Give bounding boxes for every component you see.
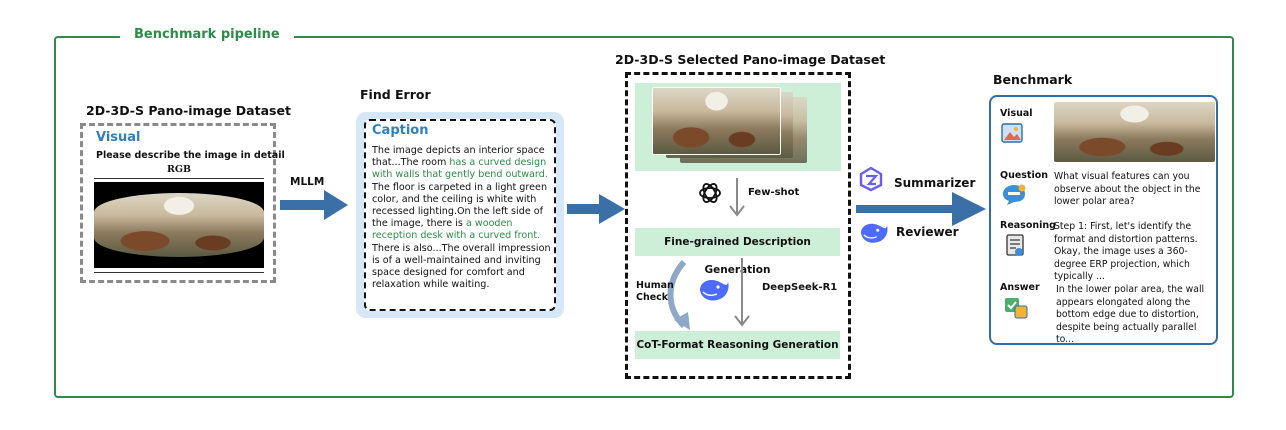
rgb-panorama [94, 182, 264, 268]
dataset-to-benchmark-arrow [856, 192, 986, 226]
rgb-rule-bottom [94, 272, 264, 273]
selected-dataset-box [625, 72, 851, 379]
caption-part-3: There is also...The overall impression i… [372, 242, 551, 291]
bench-question-text: What visual features can you observe abo… [1054, 171, 1201, 208]
openai-logo-icon [699, 183, 721, 203]
rgb-label: RGB [166, 164, 192, 175]
left-visual-label: Visual [96, 130, 141, 145]
benchmark-box [989, 95, 1218, 345]
human-check-label: Human Check [636, 280, 674, 303]
left-panel-box [80, 123, 276, 283]
caption-label: Caption [372, 123, 429, 138]
caption-inner [364, 119, 556, 311]
image-icon [1001, 123, 1023, 143]
bench-panorama [1054, 102, 1215, 162]
reviewer-label: Reviewer [896, 225, 959, 239]
few-shot-label: Few-shot [748, 187, 800, 198]
reasoning-doc-icon [1006, 234, 1024, 256]
deepseek-arrow [734, 258, 750, 327]
caption-to-dataset-arrow [567, 194, 625, 224]
pano-stack-front [652, 87, 781, 155]
pipeline-frame [54, 36, 1234, 398]
selected-dataset-title: 2D-3D-S Selected Pano-image Dataset [615, 52, 886, 67]
few-shot-arrow [729, 178, 745, 217]
left-prompt: Please describe the image in detail [96, 150, 285, 161]
caption-highlight-2: a wooden reception desk with a curved fr… [372, 218, 541, 242]
pipeline-title: Benchmark pipeline [120, 27, 294, 42]
answer-check-icon [1005, 298, 1028, 319]
bench-answer-text: In the lower polar area, the wall appear… [1056, 284, 1205, 346]
bench-reasoning-label: Reasoning [1000, 220, 1056, 231]
deepseek-whale-icon [700, 280, 729, 301]
reviewer-whale-icon [861, 223, 888, 243]
caption-part-2: The floor is carpeted in a light green c… [372, 181, 548, 230]
bench-reasoning-text: Step 1: First, let's identify the format… [1054, 221, 1198, 283]
summarizer-label: Summarizer [894, 176, 976, 190]
caption-highlight-1: has a curved design with walls that gent… [372, 157, 548, 181]
human-check-arrow [667, 259, 690, 330]
bench-visual-label: Visual [1000, 108, 1033, 119]
stage-fine-grained: Fine-grained Description Generation [635, 228, 840, 276]
left-panel-title: 2D-3D-S Pano-image Dataset [86, 103, 291, 118]
deepseek-label: DeepSeek-R1 [762, 282, 838, 293]
find-error-title: Find Error [360, 87, 431, 102]
mllm-label: MLLM [290, 176, 325, 188]
mllm-arrow [280, 190, 348, 220]
stage-cot-reasoning: CoT-Format Reasoning Generation [635, 331, 840, 359]
rgb-panorama-scene [94, 193, 264, 257]
bench-answer-label: Answer [1000, 282, 1040, 293]
summarizer-logo-icon [859, 166, 883, 192]
bench-question-label: Question [1000, 170, 1049, 181]
benchmark-title: Benchmark [993, 72, 1073, 87]
caption-text: The image depicts an interior space that… [372, 145, 554, 291]
rgb-rule-top [94, 178, 264, 179]
question-bubble-icon [1003, 184, 1026, 205]
caption-part-1: The image depicts an interior space that… [372, 145, 545, 169]
